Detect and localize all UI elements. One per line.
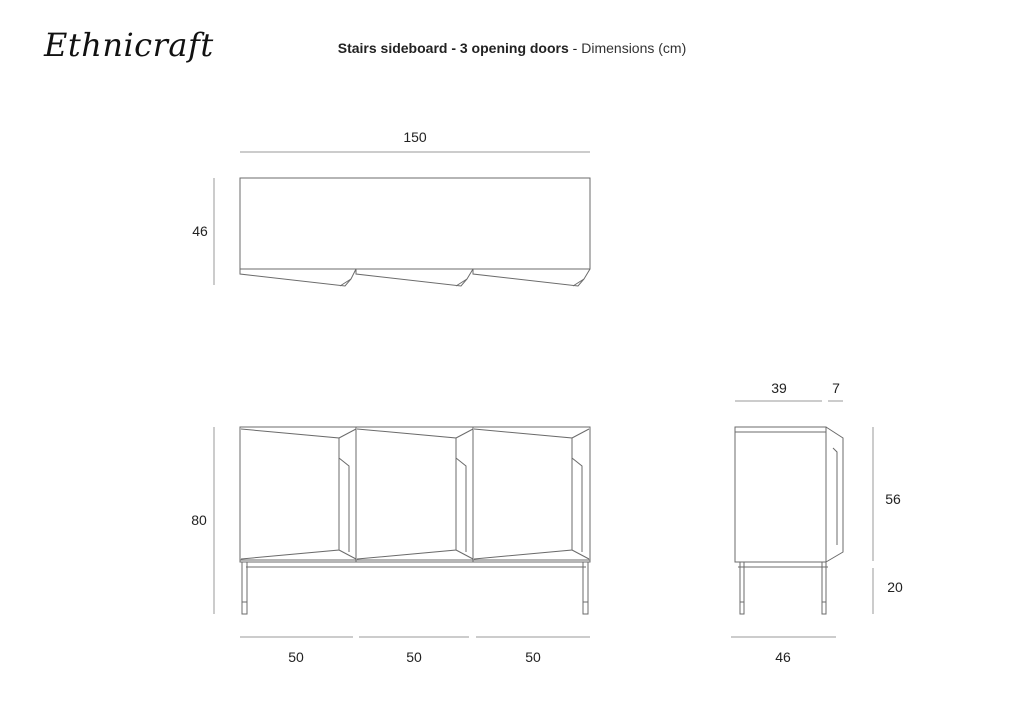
side-leg-right [821,561,827,615]
title-units: Dimensions (cm) [581,40,687,56]
side-total-depth-label: 46 [775,649,791,665]
title-separator: - [568,40,582,56]
door-2-bevel [455,428,474,560]
door-3-panel [473,428,573,560]
top-view-outline [239,177,591,270]
top-door-profile-1 [239,268,357,287]
door-1-bevel [338,428,357,560]
brand-logo: Ethnicraft [44,26,214,64]
door-1-handle [338,457,350,552]
front-cabinet-outline [239,426,591,563]
top-door-edges [339,278,585,287]
door-2-handle [455,457,467,552]
front-height-label: 80 [191,512,207,528]
side-door-profile [825,426,844,563]
section-2-label: 50 [406,649,422,665]
top-depth-label: 46 [192,223,208,239]
front-leg-left [241,561,248,615]
side-leg-height-label: 20 [887,579,903,595]
door-1-panel [240,428,340,560]
door-2-panel [356,428,457,560]
title-product: Stairs sideboard - 3 opening doors [337,40,569,56]
door-3-bevel [571,428,590,560]
side-handle [832,447,838,545]
section-3-label: 50 [525,649,541,665]
door-3-handle [571,457,583,552]
side-cabinet-outline [734,426,827,563]
top-view: 150 46 [192,129,591,287]
door-1-frame [240,426,357,562]
top-width-label: 150 [403,129,427,145]
section-1-label: 50 [288,649,304,665]
front-view: 80 50 50 50 [191,426,591,665]
side-leg-left [739,561,745,615]
side-door-depth-label: 7 [832,380,840,396]
front-leg-right [582,561,589,615]
side-body-depth-label: 39 [771,380,787,396]
side-view: 39 7 56 20 46 [731,380,903,665]
page-title: Stairs sideboard - 3 opening doors - Dim… [0,40,1024,56]
top-door-profile-2 [355,268,474,287]
top-door-profile-3 [472,268,591,287]
side-body-height-label: 56 [885,491,901,507]
